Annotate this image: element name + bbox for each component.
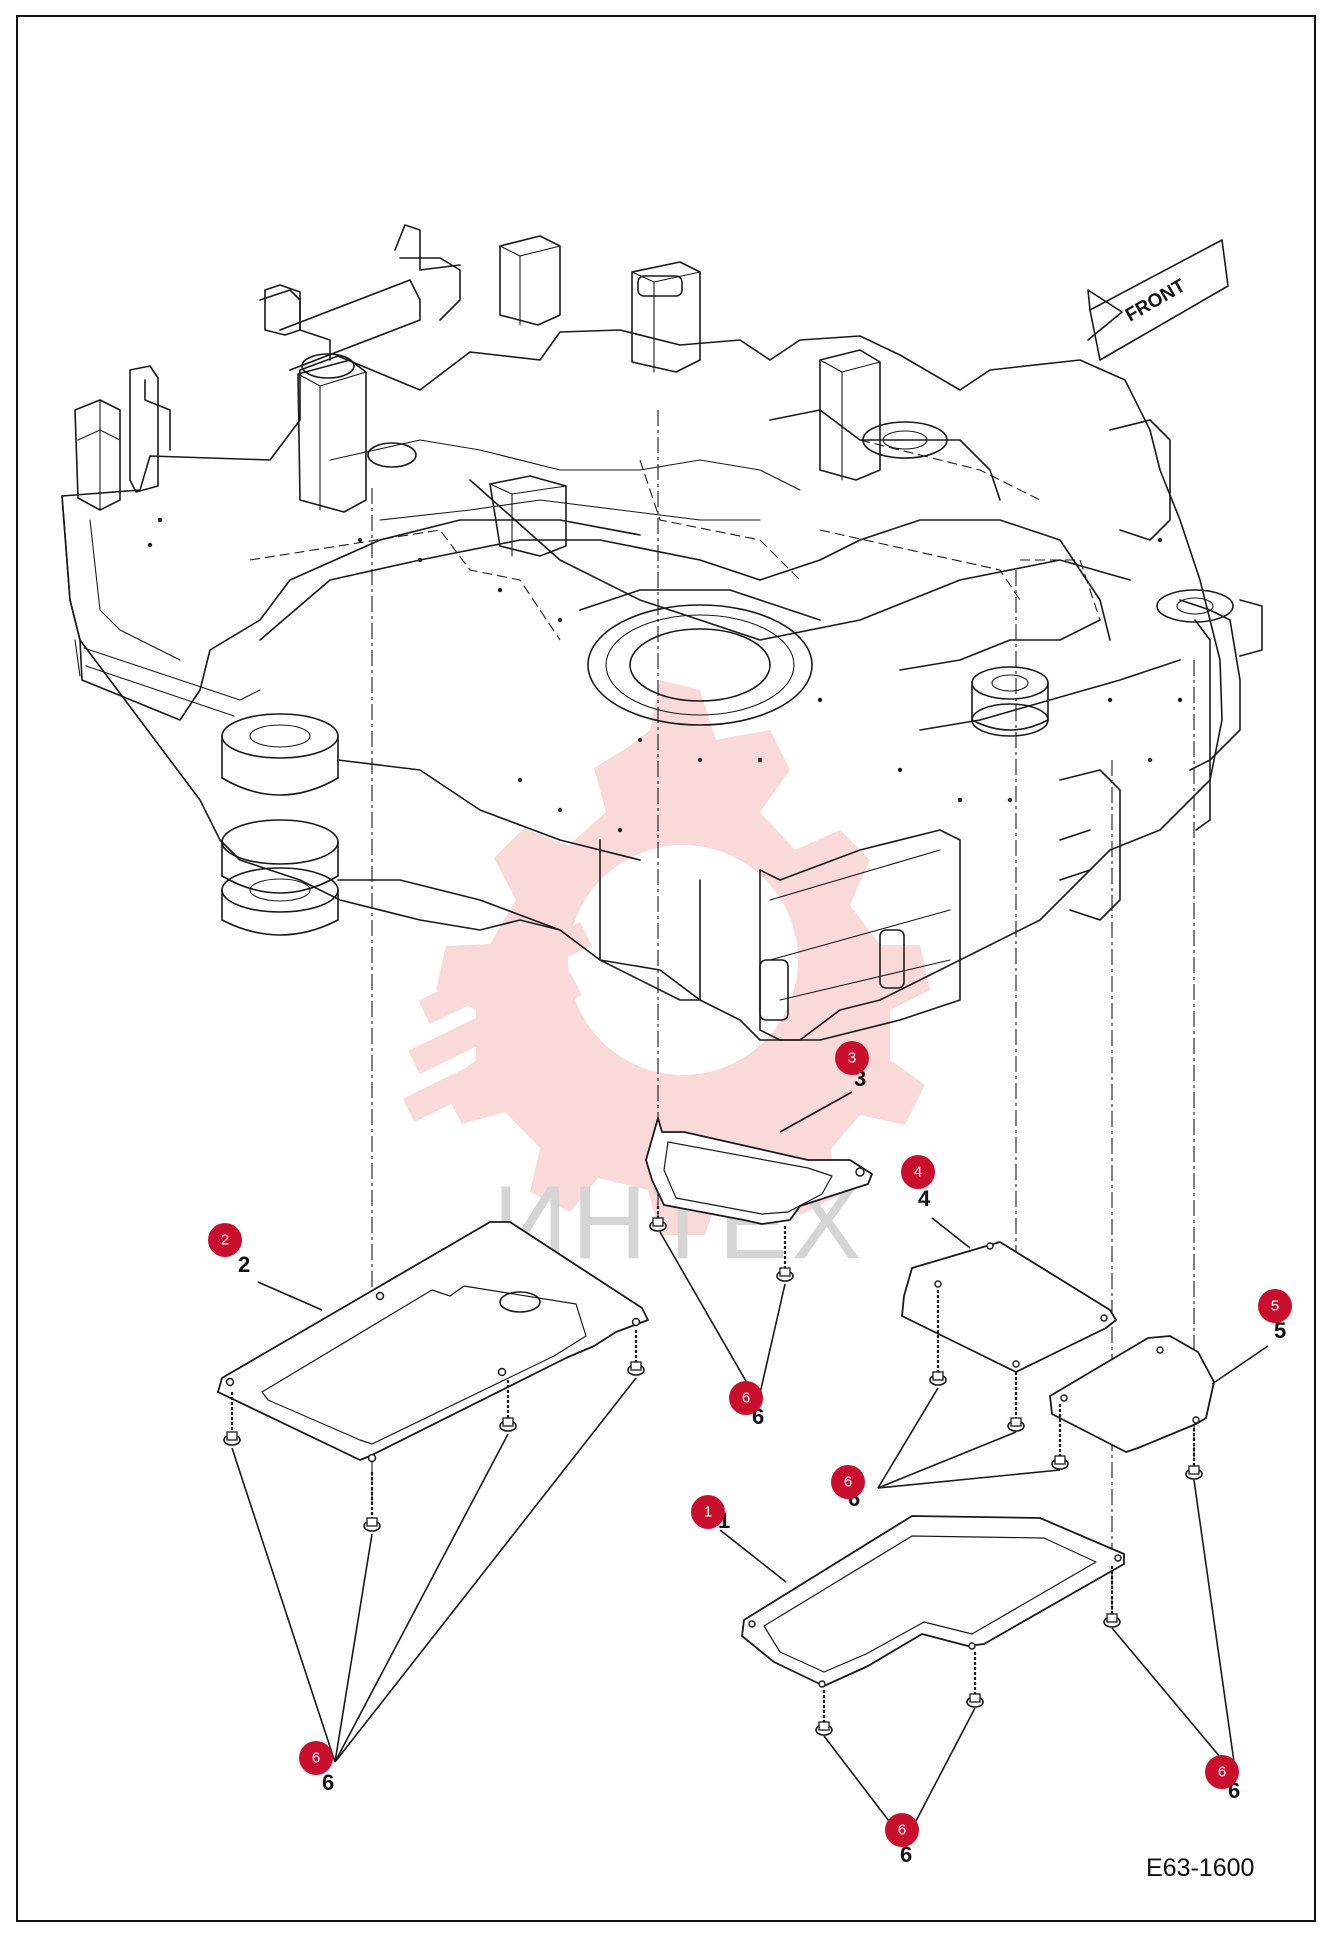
front-arrow-label: FRONT [1122, 275, 1190, 326]
svg-text:6: 6 [312, 1750, 320, 1767]
callout-marker-6-left[interactable]: 6 [299, 1741, 333, 1775]
bolt [1185, 1428, 1203, 1480]
cover-plate-5 [1049, 1335, 1215, 1453]
drawing-frame [16, 15, 1316, 1922]
watermark-speed-lines [402, 921, 592, 1122]
leader-lines [231, 1091, 1269, 1843]
bolt [223, 1392, 241, 1446]
callout-marker-6-middle[interactable]: 6 [831, 1465, 865, 1499]
cover-plate-3 [645, 1117, 873, 1225]
svg-text:5: 5 [1271, 1298, 1279, 1315]
callout-marker-2[interactable]: 2 [208, 1223, 242, 1257]
part-number-6e: 6 [900, 1842, 912, 1867]
callout-marker-6-right[interactable]: 6 [1205, 1755, 1239, 1789]
svg-text:3: 3 [848, 1050, 856, 1067]
svg-text:1: 1 [704, 1504, 712, 1521]
svg-text:2: 2 [221, 1232, 229, 1249]
svg-text:6: 6 [844, 1474, 852, 1491]
part-number-2: 2 [238, 1252, 250, 1277]
svg-text:6: 6 [898, 1822, 906, 1839]
assembly-phantom-lines [371, 410, 1195, 1610]
svg-text:6: 6 [1218, 1764, 1226, 1781]
bolt [363, 1472, 381, 1532]
part-number-5: 5 [1274, 1318, 1286, 1343]
callout-marker-1[interactable]: 1 [691, 1495, 725, 1529]
upper-frame-chassis [61, 224, 1263, 1041]
svg-text:4: 4 [914, 1164, 922, 1181]
callout-markers: 3 4 2 5 6 6 1 6 [208, 1041, 1292, 1847]
bolt [1051, 1404, 1069, 1470]
bolt [1007, 1372, 1025, 1432]
watermark-logo [402, 680, 930, 1235]
bolt [776, 1226, 794, 1282]
cover-plate-1 [741, 1515, 1125, 1688]
callout-marker-5[interactable]: 5 [1258, 1289, 1292, 1323]
cover-plate-2 [217, 1221, 649, 1463]
bolt [627, 1330, 645, 1376]
callout-marker-6-bottom[interactable]: 6 [885, 1813, 919, 1847]
watermark-gear-icon [436, 680, 930, 1235]
callout-marker-4[interactable]: 4 [901, 1155, 935, 1189]
bolt [649, 1206, 667, 1232]
bolt [499, 1380, 517, 1432]
part-number-6a: 6 [322, 1770, 334, 1795]
cover-plate-4 [901, 1241, 1117, 1373]
bolt [966, 1652, 984, 1708]
callout-marker-3[interactable]: 3 [835, 1041, 869, 1075]
bolt [815, 1690, 833, 1736]
front-direction-arrow: FRONT [1087, 239, 1229, 361]
bolt [1103, 1566, 1121, 1628]
drawing-code: E63-1600 [1146, 1854, 1254, 1882]
bolt [929, 1290, 947, 1386]
part-number-4: 4 [918, 1186, 931, 1211]
svg-text:6: 6 [742, 1390, 750, 1407]
bolts-part-6 [223, 1206, 1203, 1736]
callout-marker-6-center[interactable]: 6 [729, 1381, 763, 1415]
